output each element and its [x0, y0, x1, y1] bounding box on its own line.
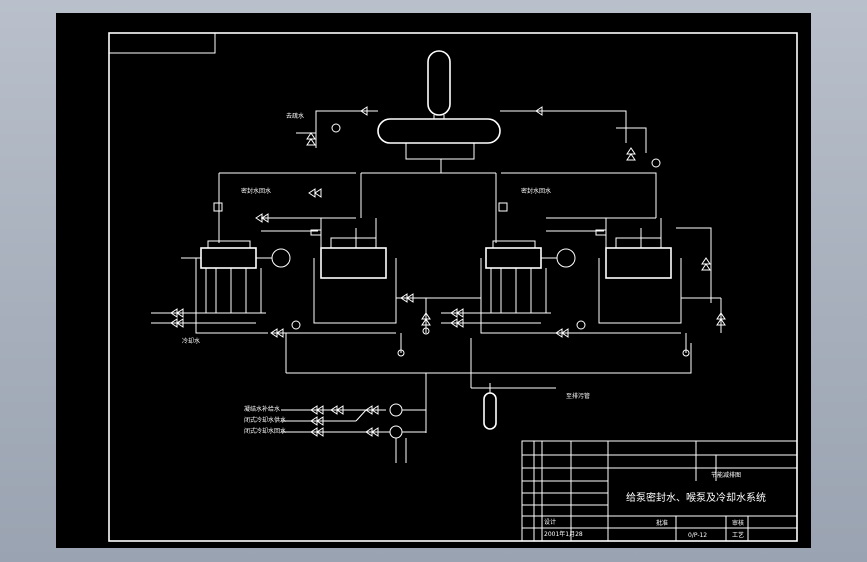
title-block-code: 0/P-12: [688, 532, 707, 539]
deaerator-tank: [377, 50, 501, 160]
cad-drawing-canvas: 密封水回水 密封水回水 至排污管 凝结水补给水 闭式冷却水供水 闭式冷却水回水 …: [56, 13, 811, 548]
label-supply-2: 闭式冷却水供水: [244, 416, 286, 424]
schematic-svg: 密封水回水 密封水回水 至排污管 凝结水补给水 闭式冷却水供水 闭式冷却水回水 …: [108, 32, 798, 542]
label-left-feed: 冷却水: [182, 337, 200, 345]
label-left-top: 去疏水: [286, 112, 304, 120]
bottom-supply: [281, 403, 426, 463]
instruments: [213, 123, 690, 357]
label-supply-3: 闭式冷却水回水: [244, 427, 286, 435]
top-piping: [218, 110, 657, 218]
title-block: [521, 440, 798, 542]
right-pump-assembly: [441, 217, 722, 334]
label-seal-water-left: 密封水回水: [241, 187, 271, 195]
drawing-frame: [108, 32, 798, 542]
left-pump-assembly: [151, 217, 397, 334]
title-block-review: 审核: [732, 519, 744, 527]
corner-tab: [108, 32, 216, 54]
label-seal-water-right: 密封水回水: [521, 187, 551, 195]
title-block-subtitle: 节能减排图: [711, 471, 741, 479]
label-supply-1: 凝结水补给水: [244, 405, 280, 413]
title-block-designer: 设计: [544, 518, 556, 526]
label-drain: 至排污管: [566, 392, 590, 400]
title-block-drawing-name: 给泵密封水、喉泵及冷却水系统: [626, 491, 766, 504]
valve-markers: [170, 106, 726, 437]
title-block-approve: 批准: [656, 519, 668, 527]
title-block-date: 2001年1月28: [544, 530, 583, 538]
title-block-craft: 工艺: [732, 531, 744, 539]
return-piping: [271, 297, 692, 433]
